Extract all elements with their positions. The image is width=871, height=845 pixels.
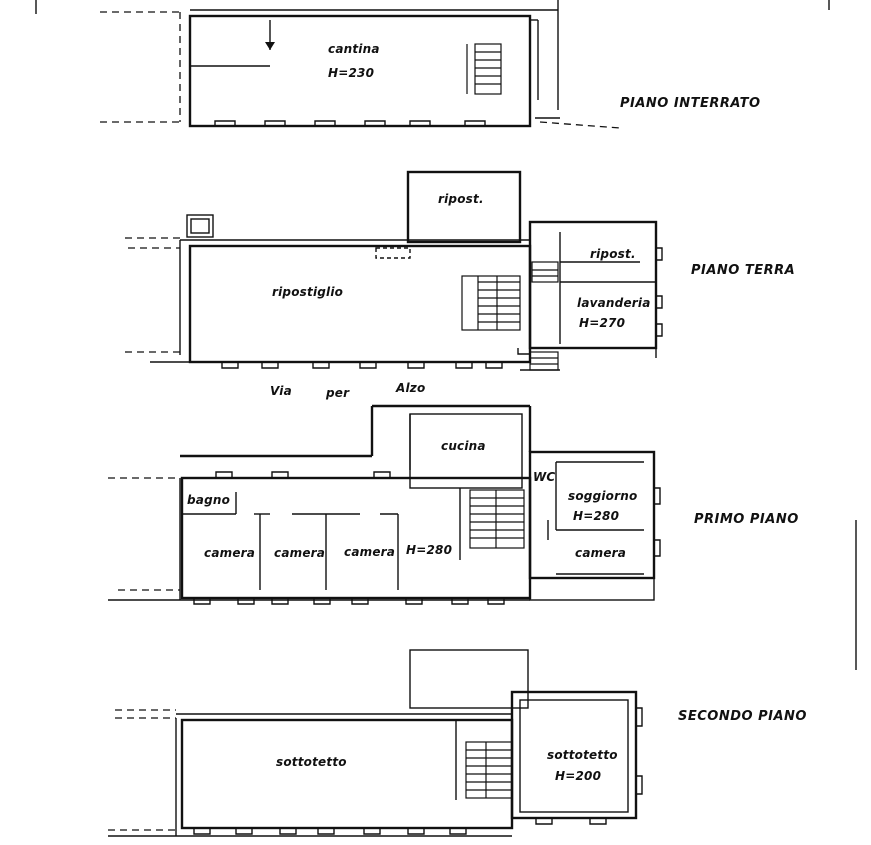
- room-label-soggiorno: soggiorno: [568, 489, 638, 503]
- room-label-ripostiglio: ripostiglio: [272, 285, 344, 299]
- room-label-bagno: bagno: [187, 493, 231, 507]
- room-height-sottotetto-right: H=200: [555, 769, 602, 783]
- room-label-cucina: cucina: [441, 439, 486, 453]
- room-label-ripost-top: ripost.: [438, 192, 484, 206]
- room-label-camera-1: camera: [204, 546, 256, 560]
- plan-piano-interrato: [100, 0, 621, 129]
- floor-title-interrato: PIANO INTERRATO: [620, 96, 761, 111]
- street-label-via: Via: [270, 384, 292, 398]
- floor-title-terra: PIANO TERRA: [691, 263, 796, 278]
- floor-title-secondo: SECONDO PIANO: [678, 709, 807, 724]
- street-label-alzo: Alzo: [396, 381, 426, 395]
- street-label-per: per: [326, 386, 350, 400]
- room-label-wc: WC: [533, 470, 556, 484]
- room-height-soggiorno: H=280: [573, 509, 620, 523]
- room-label-camera-right: camera: [575, 546, 627, 560]
- plan-piano-terra: [125, 170, 663, 371]
- room-height-lavanderia: H=270: [579, 316, 626, 330]
- room-label-camera-3: camera: [344, 545, 396, 559]
- room-label-sottotetto-left: sottotetto: [276, 755, 347, 769]
- room-label-camera-2: camera: [274, 546, 326, 560]
- room-label-sottotetto-right: sottotetto: [547, 748, 618, 762]
- room-height-cantina: H=230: [328, 66, 375, 80]
- plan-primo-piano: [108, 404, 661, 605]
- room-label-ripost-right: ripost.: [590, 247, 636, 261]
- plan-secondo-piano: [108, 649, 643, 837]
- floor-title-primo: PRIMO PIANO: [694, 512, 799, 527]
- room-height-corridor: H=280: [406, 543, 453, 557]
- room-label-lavanderia: lavanderia: [577, 296, 651, 310]
- room-label-cantina: cantina: [328, 42, 380, 56]
